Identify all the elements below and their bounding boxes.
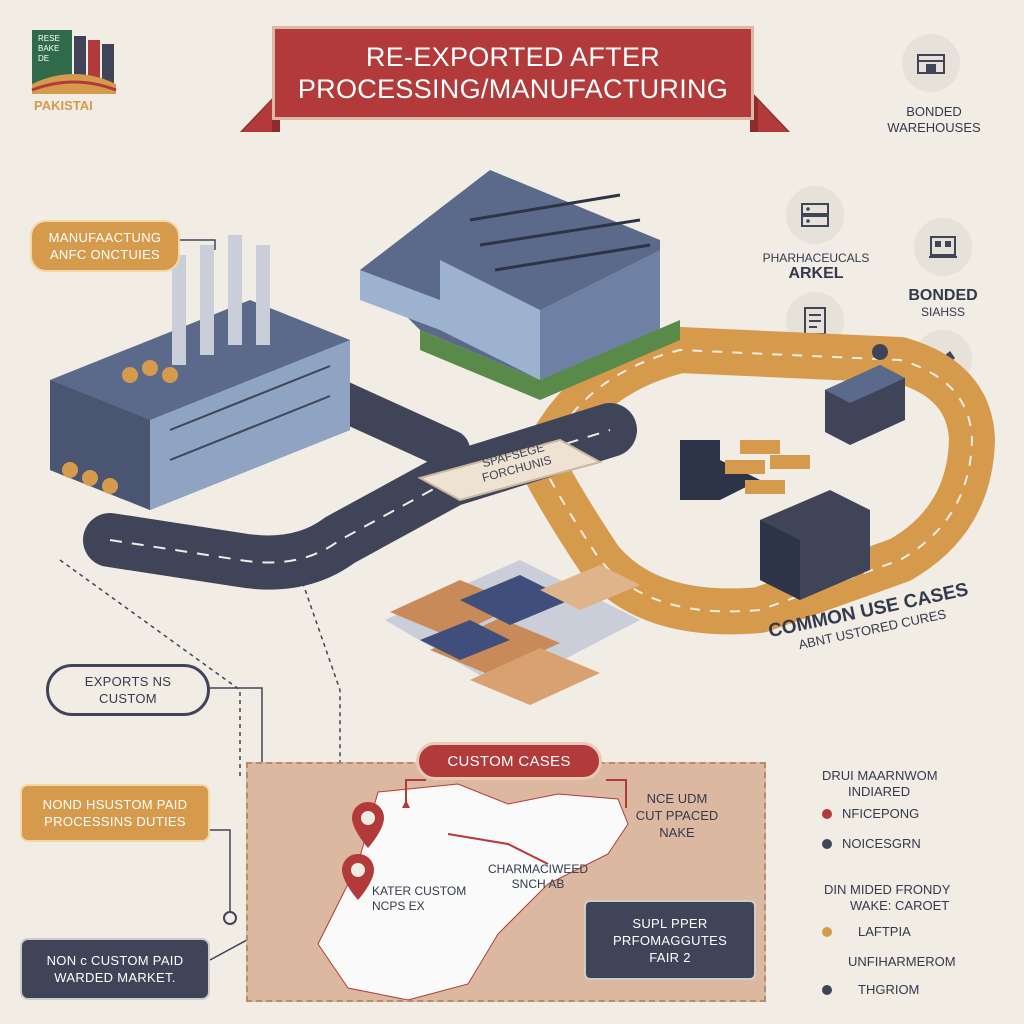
non-custom-processing-line-2: PROCESSINS DUTIES: [44, 814, 186, 829]
exports-label: EXPORTS NS CUSTOM: [46, 664, 210, 716]
manufacturing-label: MANUFAACTUNG ANFC ONCTUIES: [30, 220, 180, 272]
legend-dot: [822, 838, 832, 849]
logo-flag-line: BAKE: [38, 44, 60, 53]
legend-group-2-line-2: WAKE: CAROET: [850, 898, 950, 913]
non-custom-processing-line-1: NOND HSUSTOM PAID: [42, 797, 188, 812]
custom-cases-label: CUSTOM CASES: [416, 742, 602, 780]
page-title: RE-EXPORTED AFTER PROCESSING/MANUFACTURI…: [272, 26, 754, 120]
legend-item-label: NFICEPONG: [842, 806, 920, 821]
logo-flag-line: RESE: [38, 34, 60, 43]
bonded-building-icon: [914, 218, 972, 276]
pharma-line-1: PHARHACEUCALS: [762, 251, 870, 265]
legend-item-label: NOICESGRN: [842, 836, 921, 851]
warehouse-icon: [902, 34, 960, 92]
legend-group-2-line-1: DIN MIDED FRONDY: [824, 882, 951, 897]
map-graphic: [317, 783, 629, 1001]
supplier-line-2: PRFOMAGGUTES: [612, 932, 728, 948]
map-kater-label: KATER CUSTOM NCPS EX: [372, 884, 492, 914]
legend-group-1-title: DRUI MAARNWOM INDIARED: [822, 768, 938, 800]
non-custom-warded-label: NON c CUSTOM PAID WARDED MARKET.: [20, 938, 210, 1000]
non-custom-warded-line-1: NON c CUSTOM PAID: [46, 953, 184, 968]
legend-item: UNFIHARMEROM: [848, 954, 956, 969]
map-right-line-3: NAKE: [659, 825, 695, 840]
legend-item: THGRIOM: [822, 982, 919, 997]
map-kater-line-2: NCPS EX: [372, 899, 425, 913]
bonded-states-line-1: BONDED: [908, 287, 978, 304]
legend-dot: [822, 984, 832, 995]
legend-item: LAFTPIA: [822, 924, 911, 939]
map-right-label: NCE UDM CUT PPACED NAKE: [612, 790, 742, 841]
map-pin-icon: [350, 800, 386, 855]
legend-group-1-line-2: INDIARED: [848, 784, 911, 799]
custom-cases-bracket: [402, 779, 627, 808]
map-pharma-line-2: SNCH AB: [511, 877, 565, 891]
title-line-1: RE-EXPORTED AFTER: [365, 42, 661, 72]
map-right-line-1: NCE UDM: [646, 791, 708, 806]
pharmaceuticals-label: PHARHACEUCALS ARKEL: [746, 250, 886, 282]
supplier-line-1: SUPL PPER: [632, 915, 708, 931]
pakistan-logo: RESE BAKE DE PAKISTAI: [30, 24, 130, 124]
exports-line-2: CUSTOM: [99, 691, 157, 706]
map-right-line-2: CUT PPACED: [635, 808, 719, 823]
map-pin-icon: [340, 852, 376, 907]
logo-graphic: [31, 30, 117, 94]
manufacturing-line-2: ANFC ONCTUIES: [49, 247, 161, 262]
supplier-label: SUPL PPER PRFOMAGGUTES FAIR 2: [584, 900, 756, 980]
supplier-line-3: FAIR 2: [649, 949, 691, 965]
server-icon: [786, 186, 844, 244]
title-ribbon-tails: [240, 90, 790, 132]
bonded-warehouses-label: BONDED WAREHOUSES: [887, 104, 981, 135]
bonded-states-line-2: SIAHSS: [920, 305, 965, 319]
title-line-2: PROCESSING/MANUFACTURING: [297, 74, 729, 104]
bonded-states-label: BONDED SIAHSS: [884, 288, 1002, 320]
non-custom-processing-label: NOND HSUSTOM PAID PROCESSINS DUTIES: [20, 784, 210, 842]
legend-item-label: UNFIHARMEROM: [848, 954, 956, 969]
logo-label: PAKISTAI: [34, 98, 93, 113]
legend-dot: [822, 926, 832, 937]
map-pharma-label: CHARMACIWEED SNCH AB: [478, 862, 598, 892]
legend-dot: [822, 808, 832, 819]
logo-flag-line: DE: [38, 54, 50, 63]
non-custom-warded-line-2: WARDED MARKET.: [54, 970, 176, 985]
legend-group-1-line-1: DRUI MAARNWOM: [822, 768, 938, 783]
map-kater-line-1: KATER CUSTOM: [372, 884, 467, 898]
legend-item-label: THGRIOM: [858, 982, 920, 997]
legend-item: NFICEPONG: [822, 806, 919, 821]
legend-item-label: LAFTPIA: [858, 924, 911, 939]
legend-item: NOICESGRN: [822, 836, 921, 851]
pharma-line-2: ARKEL: [788, 265, 844, 282]
exports-line-1: EXPORTS NS: [84, 674, 172, 689]
custom-cases-text: CUSTOM CASES: [447, 752, 571, 770]
legend-group-2-title: DIN MIDED FRONDY WAKE: CAROET: [824, 882, 950, 914]
manufacturing-line-1: MANUFAACTUNG: [48, 230, 162, 245]
map-pharma-line-1: CHARMACIWEED: [487, 862, 588, 876]
